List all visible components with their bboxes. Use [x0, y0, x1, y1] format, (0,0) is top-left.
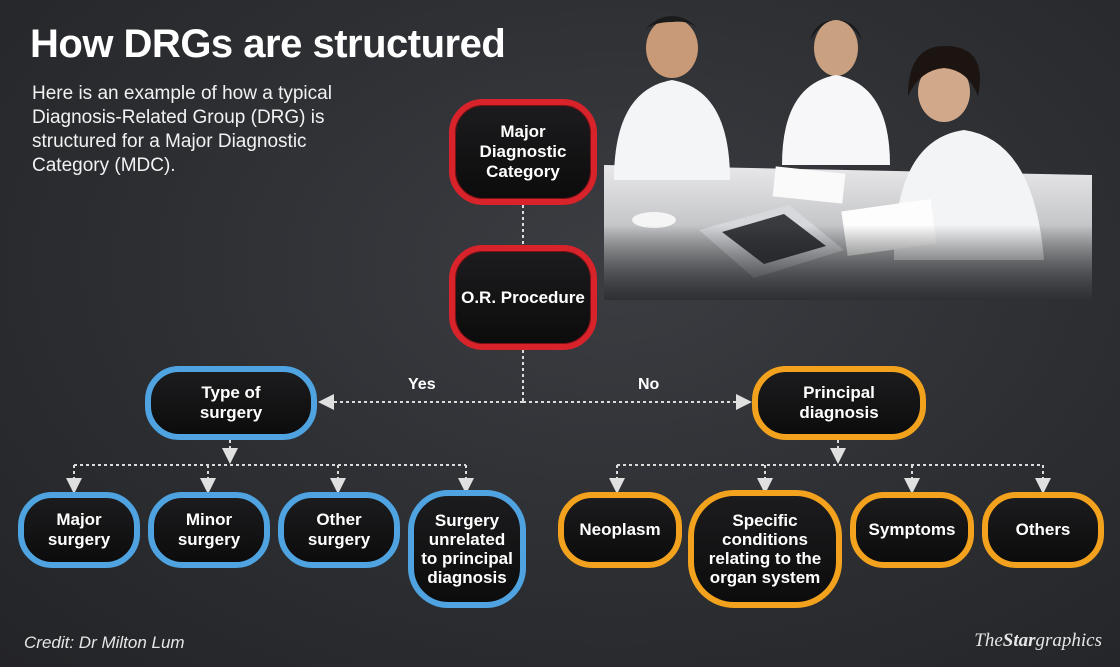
edge-label-yes: Yes — [408, 376, 436, 394]
node-label: Specific conditions relating to the orga… — [703, 511, 827, 587]
brand-logo: TheStargraphics — [974, 630, 1102, 652]
node-minor-surgery: Minor surgery — [148, 492, 270, 568]
node-specific-conditions: Specific conditions relating to the orga… — [688, 490, 842, 608]
node-label: Major surgery — [44, 510, 114, 550]
node-major-surgery: Major surgery — [18, 492, 140, 568]
brand-the: The — [974, 630, 1003, 651]
brand-star: Star — [1003, 630, 1036, 651]
node-other-surgery: Other surgery — [278, 492, 400, 568]
edge-label-no: No — [638, 376, 659, 394]
node-label: Other surgery — [304, 510, 374, 550]
node-label: Neoplasm — [579, 520, 660, 540]
node-label: Major Diagnostic Category — [455, 122, 591, 182]
node-principal-diagnosis: Principal diagnosis — [752, 366, 926, 440]
node-label: Minor surgery — [174, 510, 244, 550]
node-label: O.R. Procedure — [461, 288, 585, 308]
node-label: Principal diagnosis — [789, 383, 889, 423]
node-major-diagnostic-category: Major Diagnostic Category — [449, 99, 597, 205]
node-label: Surgery unrelated to principal diagnosis — [419, 511, 515, 587]
node-label: Others — [1016, 520, 1071, 540]
node-label: Type of surgery — [181, 383, 281, 423]
node-others: Others — [982, 492, 1104, 568]
node-surgery-unrelated: Surgery unrelated to principal diagnosis — [408, 490, 526, 608]
node-symptoms: Symptoms — [850, 492, 974, 568]
credit-text: Credit: Dr Milton Lum — [24, 633, 185, 653]
node-or-procedure: O.R. Procedure — [449, 245, 597, 350]
node-label: Symptoms — [869, 520, 956, 540]
brand-graphics: graphics — [1036, 630, 1103, 651]
node-type-of-surgery: Type of surgery — [145, 366, 317, 440]
node-neoplasm: Neoplasm — [558, 492, 682, 568]
